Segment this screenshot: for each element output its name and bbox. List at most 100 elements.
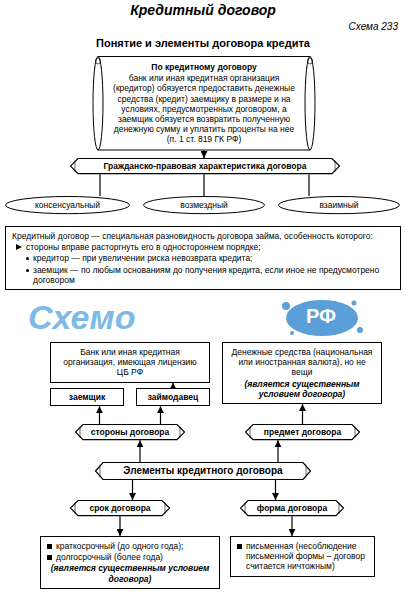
blot-body [286,300,358,336]
element-banner: форма договора [240,500,344,516]
term-box: краткосрочный (до одного года);долгосроч… [40,536,220,589]
blot-drop [352,301,357,306]
connector [139,440,140,462]
text-row: возмездный [153,200,255,210]
text-row: консенсуальный [15,200,120,210]
oval [144,197,265,214]
text-row: Гражданско-правовая характеристика догов… [86,161,324,171]
connector [275,480,276,500]
ribbon [246,425,360,440]
connector [308,174,309,196]
ribbon-fold [75,503,165,514]
connector [99,406,100,424]
connector [119,516,120,536]
main-banner: Элементы кредитного договора [95,462,311,480]
ribbon-fold [75,161,335,172]
text-row: долгосрочный (более года) [47,552,213,562]
ribbon-fold [100,465,306,478]
subject-box: Денежные средства (национальная или инос… [222,342,382,404]
connector [291,516,292,536]
ribbon-fold [250,427,355,438]
scroll-curl [308,58,313,64]
ribbon-fold [80,427,180,438]
node-text: заемщик — по любым основаниям до получен… [33,265,394,285]
node-text: стороны договора [91,427,170,437]
text-row: краткосрочный (до одного года); [47,541,213,551]
feature-oval: консенсуальный [5,196,130,214]
bullet-mark [16,244,22,250]
ribbon [71,159,340,174]
diagram-title: Кредитный договор [0,2,406,18]
node-text: займодавец [148,392,199,402]
connector [203,151,204,159]
oval [6,197,130,214]
party-box: Банк или иная кредитная организация, име… [50,342,210,383]
text-row: форма договора [252,503,332,513]
connector [302,404,303,424]
node-text: срок договора [89,503,150,513]
oval [279,197,400,214]
connector [160,406,161,424]
node-text: По кредитному договору [151,62,256,72]
ribbon [76,425,185,440]
text-row: (является существенным условием договора… [47,563,213,583]
text-row: (является существенным условием договора… [229,379,375,399]
text-row: По кредитному договору [108,62,300,72]
text-row: кредитор — при увеличении риска невозвра… [12,253,394,263]
ribbon [96,463,311,480]
text-row: заемщик — по любым основаниям до получен… [12,265,394,285]
feature-oval: возмездный [143,196,265,214]
form-box: письменная (несоблюдение письменной форм… [230,536,375,577]
watermark: Схемо [28,298,135,337]
scroll-sheet [98,57,310,151]
text-row: Кредитный договор — специальная разновид… [12,231,394,241]
bullet-mark [26,257,29,260]
watermark: РФ [306,305,336,328]
node-text: долгосрочный (более года) [56,552,213,562]
bullet-mark [26,269,29,272]
characteristic-band: Гражданско-правовая характеристика догов… [70,158,340,174]
node-text: краткосрочный (до одного года); [56,541,213,551]
text-row: займодавец [141,392,205,402]
node-text: письменная (несоблюдение письменной форм… [246,541,368,572]
element-banner: срок договора [70,500,170,516]
connector [277,440,278,462]
party-role-box: заемщик [50,388,124,406]
text-row: банк или иная кредитная организация (кре… [108,73,300,144]
node-text: Кредитный договор — специальная разновид… [12,231,373,241]
node-text: Элементы кредитного договора [123,465,282,476]
node-text: (является существенным условием договора… [51,563,210,583]
scroll-roll [305,57,315,151]
definition-scroll: По кредитному договорубанк или иная кред… [92,56,316,151]
text-row: Банк или иная кредитная организация, име… [57,347,203,378]
node-text: Денежные средства (национальная или инос… [232,347,373,377]
node-text: стороны вправе расторгнуть его в односто… [26,242,394,252]
scroll-roll [93,57,103,151]
bullet-mark [47,544,52,549]
node-text: (является существенным условием договора… [244,379,359,399]
text-row: срок договора [82,503,158,513]
node-text: консенсуальный [35,200,100,210]
blot-drop [357,327,363,333]
text-row: письменная (несоблюдение письменной форм… [237,541,368,572]
element-banner: стороны договора [75,424,185,440]
text-row: стороны вправе расторгнуть его в односто… [12,242,394,252]
connector [99,174,100,196]
node-text: заемщик [69,392,105,402]
scroll-curl [96,58,101,64]
text-row: заемщик [55,392,119,402]
ink-blot [282,300,363,336]
text-row: взаимный [288,200,390,210]
feature-oval: взаимный [278,196,400,214]
text-row: стороны договора [89,427,171,437]
text-row: предмет договора [259,427,346,437]
blot-drop [282,302,290,310]
text-row: Денежные средства (национальная или инос… [229,347,375,378]
connector [132,480,133,500]
ribbon [71,501,170,516]
blot-drop [290,331,294,335]
note-box: Кредитный договор — специальная разновид… [5,226,401,290]
node-text: форма договора [257,503,327,513]
bullet-mark [47,555,52,560]
element-banner: предмет договора [245,424,360,440]
